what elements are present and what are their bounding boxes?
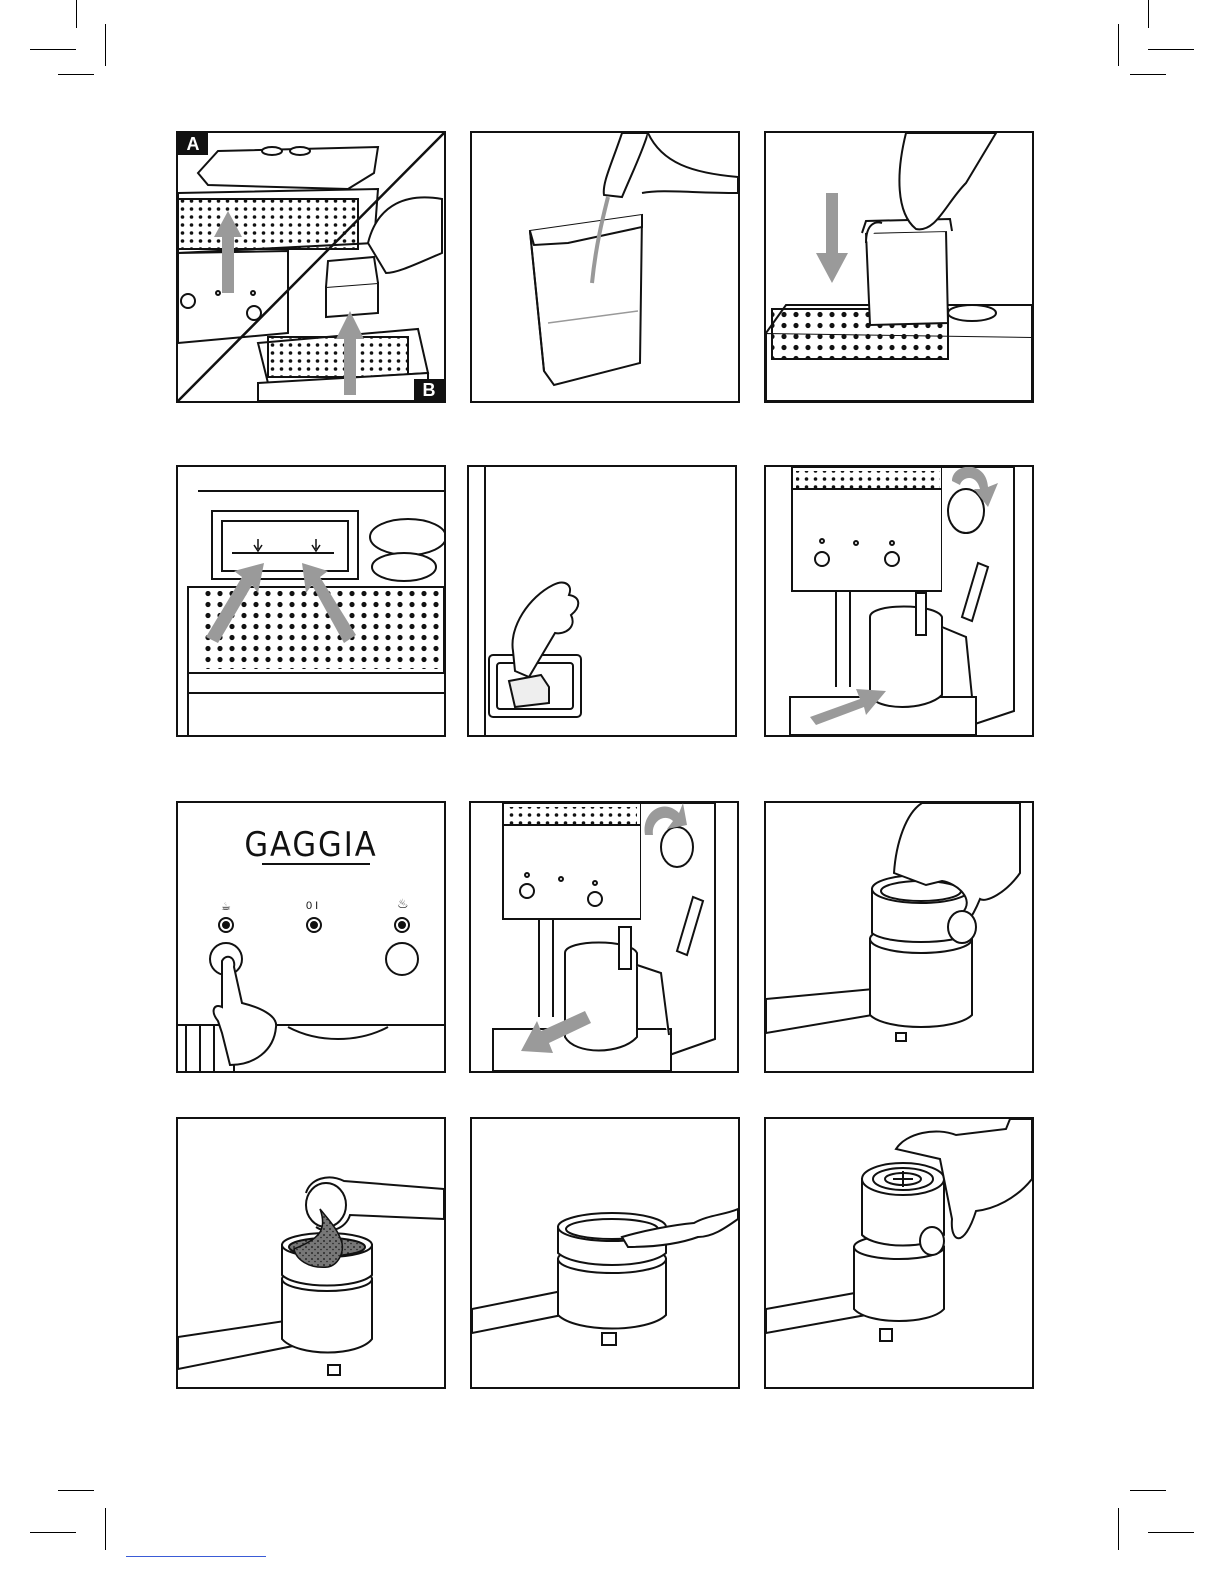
filter-basket-illustration (766, 803, 1032, 1071)
brand-logo: GAGGIA (178, 825, 444, 865)
panel-insert-water-tank (764, 131, 1034, 403)
crop-mark (58, 1490, 94, 1491)
panel-press-power-switch (467, 465, 737, 737)
crop-mark (1130, 1490, 1166, 1491)
pod-adapter-illustration (766, 1119, 1032, 1387)
crop-mark (1148, 0, 1149, 28)
crop-mark (105, 24, 106, 66)
panel-fill-water-tank (470, 131, 740, 403)
crop-mark (1130, 74, 1166, 75)
panel-remove-drip-tray: A B (176, 131, 446, 403)
spoon-level-illustration (472, 1119, 738, 1387)
power-switch-illustration (469, 467, 735, 735)
panel-level-with-spoon (470, 1117, 740, 1389)
brand-underline (262, 863, 370, 865)
step-label-a: A (178, 133, 208, 155)
crop-mark (1148, 1532, 1194, 1533)
panel-add-ground-coffee (176, 1117, 446, 1389)
crop-mark (1118, 24, 1119, 66)
crop-mark (1118, 1508, 1119, 1550)
panel-insert-filter-basket (764, 801, 1034, 1073)
indicator-espresso-icon: ☕ (221, 900, 231, 913)
panel-control-panel: GAGGIA ☕ 0 I ♨ (176, 801, 446, 1073)
water-tank-illustration (472, 133, 738, 401)
crop-mark (1148, 49, 1194, 50)
crop-mark (76, 0, 77, 28)
crop-mark (30, 1532, 76, 1533)
tank-alignment-illustration (178, 467, 444, 735)
indicator-steam-icon: ♨ (397, 897, 409, 912)
ground-coffee-illustration (178, 1119, 444, 1387)
step-label-b: B (414, 379, 444, 401)
panel-open-steam-knob (764, 465, 1034, 737)
indicator-power-label: 0 I (306, 900, 318, 912)
insert-tank-illustration (766, 133, 1032, 401)
crop-mark (58, 74, 94, 75)
panel-close-steam-knob (469, 801, 739, 1073)
footnote-separator (126, 1556, 266, 1557)
drip-tray-illustration (178, 133, 444, 401)
crop-mark (30, 49, 76, 50)
panel-insert-pod-adapter (764, 1117, 1034, 1389)
steam-knob-close-illustration (471, 803, 737, 1071)
crop-mark (105, 1508, 106, 1550)
panel-align-tank-markings (176, 465, 446, 737)
steam-knob-open-illustration (766, 467, 1032, 735)
